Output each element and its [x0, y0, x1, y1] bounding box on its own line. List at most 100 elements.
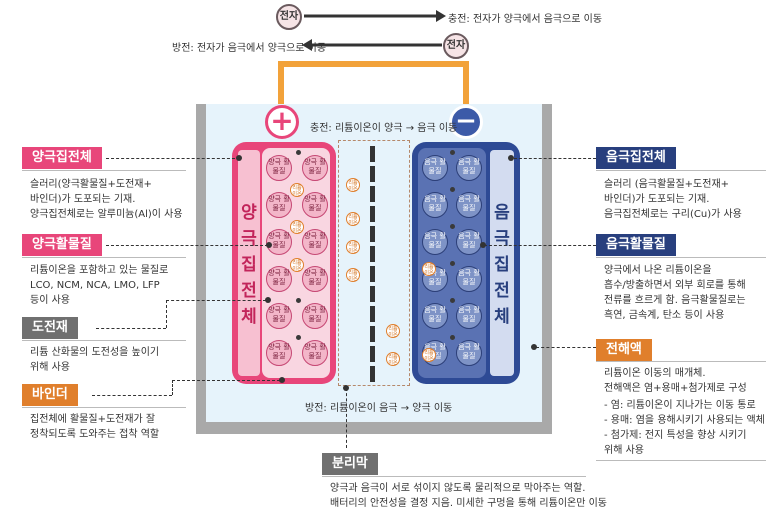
electrolyte-tag: 전해액 — [596, 339, 652, 361]
cathode-collector-vertical-label: 양극집전체 — [240, 200, 258, 330]
electron-ball-discharge: 전자 — [443, 33, 469, 59]
separator-tag: 분리막 — [322, 453, 378, 475]
anode-active-grain: 음극 활물질 — [456, 192, 482, 218]
anode-active-grain: 음극 활물질 — [456, 303, 482, 329]
leader-dot — [236, 155, 242, 161]
anode-collector-tag: 음극집전체 — [596, 147, 676, 169]
anode-material-desc: 양극에서 나온 리튬이온을 흡수/방출하면서 외부 회로를 통해 전류를 흐르게… — [604, 265, 746, 321]
separator-dash — [370, 306, 375, 322]
cathode-active-grain: 양극 활물질 — [302, 340, 328, 366]
conductive-desc: 리튬 산화물의 도전성을 높이기 위해 사용 — [30, 347, 160, 373]
leader-dot — [508, 155, 514, 161]
electron-ball-charge: 전자 — [276, 4, 302, 30]
separator-dash — [370, 366, 375, 382]
cathode-active-grain: 양극 활물질 — [266, 340, 292, 366]
anode-collector-desc: 슬러리 (음극활물질+도전재+ 바인더)가 도포되는 기재. 음극집전체로는 구… — [604, 179, 742, 220]
conductive-dot — [450, 335, 455, 340]
leader-anode-material — [484, 245, 596, 246]
separator-dash — [370, 286, 375, 302]
electrolyte-item-solvent: - 용매: 염을 용해시키기 사용되는 액체 — [604, 415, 765, 426]
separator-dash — [370, 246, 375, 262]
anode-active-grain: 음극 활물질 — [456, 155, 482, 181]
underline — [596, 170, 766, 171]
cathode-collector-vertical-text: 양극집전체 — [241, 203, 257, 327]
separator-dash — [370, 186, 375, 202]
charge-flow-text: 충전: 리튬이온이 양극 → 음극 이동 — [310, 123, 458, 134]
conductive-dot — [450, 150, 455, 155]
charge-text: 충전: 전자가 양극에서 음극으로 이동 — [448, 14, 603, 25]
charge-arrow-icon — [304, 10, 446, 22]
conductive-dot — [450, 224, 455, 229]
leader-conductive-h — [166, 300, 266, 301]
discharge-arrow-icon — [302, 39, 442, 51]
leader-binder-h — [172, 380, 280, 381]
separator-dash — [370, 206, 375, 222]
cathode-material-desc: 리튬이온을 포함하고 있는 물질로 LCO, NCM, NCA, LMO, LF… — [30, 265, 169, 306]
anode-material-tag: 음극활물질 — [596, 234, 676, 256]
conductive-dot — [450, 187, 455, 192]
lithium-ion-icon: 리튬 이온 — [346, 240, 360, 254]
anode-active-grain: 음극 활물질 — [456, 266, 482, 292]
cathode-collector-desc: 슬러리(양극활물질+도전재+ 바인더)가 도포되는 기재. 양극집전체로는 알루… — [30, 179, 183, 220]
anode-collector-vertical-text: 음극집전체 — [494, 203, 510, 327]
cathode-active-grain: 양극 활물질 — [302, 192, 328, 218]
cathode-collector-strip — [238, 150, 260, 376]
cathode-active-grain: 양극 활물질 — [302, 155, 328, 181]
cathode-collector-tag: 양극집전체 — [22, 147, 102, 169]
anode-collector-vertical-label: 음극집전체 — [493, 200, 511, 330]
anode-active-grain: 음극 활물질 — [422, 229, 448, 255]
separator-desc: 양극과 음극이 서로 섞이지 않도록 물리적으로 막아주는 역할. 배터리의 안… — [330, 483, 608, 509]
separator-dash — [370, 146, 375, 162]
cathode-active-grain: 양극 활물질 — [266, 155, 292, 181]
lithium-ion-icon: 리튬 이온 — [422, 262, 436, 276]
external-wire — [278, 61, 469, 118]
binder-tag: 바인더 — [22, 384, 78, 406]
underline — [322, 476, 586, 477]
leader-separator — [346, 388, 347, 448]
leader-dot — [343, 385, 349, 391]
underline — [596, 460, 766, 461]
leader-dot — [266, 242, 272, 248]
lithium-ion-icon: 리튬 이온 — [346, 178, 360, 192]
lithium-ion-icon: 리튬 이온 — [346, 212, 360, 226]
conductive-dot — [296, 298, 301, 303]
lithium-ion-icon: 리튬 이온 — [386, 324, 400, 338]
separator-region — [338, 140, 410, 386]
separator-dash — [370, 266, 375, 282]
negative-terminal-icon: − — [449, 105, 483, 139]
anode-active-grain: 음극 활물질 — [456, 229, 482, 255]
lithium-ion-icon: 리튬 이온 — [386, 352, 400, 366]
underline — [596, 257, 766, 258]
separator-dash — [370, 166, 375, 182]
leader-dot — [480, 242, 486, 248]
leader-binder-v — [172, 380, 173, 395]
underline — [22, 257, 186, 258]
cathode-active-grain: 양극 활물질 — [302, 266, 328, 292]
separator-dash — [370, 226, 375, 242]
underline — [596, 361, 766, 362]
leader-binder — [92, 395, 172, 396]
lithium-ion-icon: 리튬 이온 — [290, 258, 304, 272]
leader-cathode-material — [106, 245, 268, 246]
separator-dash — [370, 346, 375, 362]
conductive-dot — [296, 150, 301, 155]
conductive-dot — [296, 335, 301, 340]
electrolyte-item-additive: - 첨가제: 전지 특성을 향상 시키기 위해 사용 — [604, 430, 747, 456]
leader-conductive — [96, 328, 166, 329]
lithium-ion-icon: 리튬 이온 — [290, 220, 304, 234]
electrolyte-item-salt: - 염: 리튬이온이 지나가는 이동 통로 — [604, 400, 756, 411]
leader-dot — [531, 344, 537, 350]
anode-active-grain: 음극 활물질 — [422, 192, 448, 218]
leader-anode-collector — [514, 158, 596, 159]
anode-active-grain: 음극 활물질 — [422, 303, 448, 329]
underline — [22, 340, 186, 341]
cathode-active-grain: 양극 활물질 — [266, 192, 292, 218]
separator-dash — [370, 326, 375, 342]
anode-active-grain: 음극 활물질 — [456, 340, 482, 366]
discharge-text: 방전: 전자가 음극에서 양극으로 이동 — [172, 43, 327, 54]
lithium-ion-icon: 리튬 이온 — [346, 268, 360, 282]
underline — [22, 407, 186, 408]
conductive-dot — [450, 298, 455, 303]
electrolyte-desc: 리튬이온 이동의 매개체. 전해액은 염+용매+첨가제로 구성 — [604, 368, 747, 394]
cathode-active-grain: 양극 활물질 — [302, 303, 328, 329]
